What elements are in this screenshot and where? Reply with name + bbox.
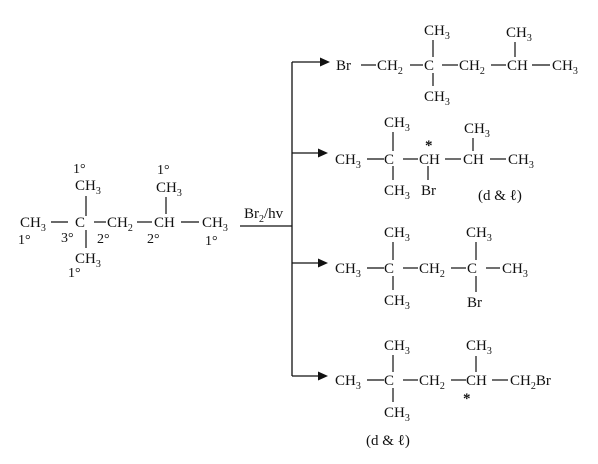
ch3-start: CH3 <box>335 373 361 392</box>
arrow-head-product-1 <box>320 57 330 67</box>
product-4: CH3 C CH3 CH3 CH2 CH * CH3 CH2Br (d & ℓ) <box>335 338 551 449</box>
ch3-up: CH3 <box>424 23 450 42</box>
ch3-down: CH3 <box>384 183 410 202</box>
bromine-atom: Br <box>467 295 482 311</box>
degree-label-top-methyl: 1° <box>73 162 86 177</box>
quaternary-carbon: C <box>424 58 434 74</box>
ch3-up: CH3 <box>466 225 492 244</box>
quaternary-carbon: C <box>384 373 394 389</box>
degree-label-left-methyl: 1° <box>18 233 31 248</box>
degree-label-right-methyl: 1° <box>205 234 218 249</box>
ch2-group: CH2 <box>107 215 133 234</box>
arrow-head-product-4 <box>318 371 328 381</box>
ch3-end: CH3 <box>502 261 528 280</box>
ch3-down: CH3 <box>424 89 450 108</box>
quaternary-carbon: C <box>467 261 477 277</box>
ch3-start: CH3 <box>335 261 361 280</box>
quaternary-carbon: C <box>384 261 394 277</box>
ch-group: CH <box>463 152 484 168</box>
ch3-branch: CH3 <box>506 25 532 44</box>
ch3-branch: CH3 <box>464 121 490 140</box>
reaction-arrows: Br2/hv <box>240 57 330 381</box>
ch3-down: CH3 <box>384 293 410 312</box>
chbr-group: CH <box>419 152 440 168</box>
ch2-group: CH2 <box>377 58 403 77</box>
degree-label-quaternary: 3° <box>61 231 74 246</box>
ch3-top: CH3 <box>75 178 101 197</box>
reagent-label: Br2/hv <box>244 206 284 225</box>
product-2: CH3 C CH3 CH3 CH * Br CH CH3 CH3 (d & ℓ) <box>335 115 534 204</box>
arrow-head-product-2 <box>318 148 328 158</box>
ch3-end: CH3 <box>552 58 578 77</box>
quaternary-carbon: C <box>384 152 394 168</box>
degree-label-ch: 2° <box>147 232 160 247</box>
chiral-center-marker: * <box>463 391 471 407</box>
ch2-group: CH2 <box>459 58 485 77</box>
ch3-right: CH3 <box>202 215 228 234</box>
ch3-up: CH3 <box>384 115 410 134</box>
ch3-branch: CH3 <box>466 338 492 357</box>
ch3-branch: CH3 <box>156 180 182 199</box>
stereo-note: (d & ℓ) <box>478 188 522 204</box>
ch-group: CH <box>507 58 528 74</box>
ch2-group: CH2 <box>419 261 445 280</box>
ch3-end: CH3 <box>508 152 534 171</box>
ch-group: CH <box>154 215 175 231</box>
chiral-center-marker: * <box>425 138 433 154</box>
ch3-up: CH3 <box>384 338 410 357</box>
ch3-left: CH3 <box>20 215 46 234</box>
degree-label-ch2: 2° <box>97 232 110 247</box>
ch2br-group: CH2Br <box>510 373 551 392</box>
ch3-start: CH3 <box>335 152 361 171</box>
arrow-head-product-3 <box>318 258 328 268</box>
degree-label-branch-methyl: 1° <box>157 163 170 178</box>
degree-label-bottom-methyl: 1° <box>68 266 81 281</box>
bromine-atom: Br <box>336 58 351 74</box>
stereo-note: (d & ℓ) <box>366 433 410 449</box>
ch3-up: CH3 <box>384 225 410 244</box>
ch2-group: CH2 <box>419 373 445 392</box>
bromine-atom: Br <box>421 183 436 199</box>
reactant-molecule: CH3 C CH3 CH3 CH2 CH CH3 CH3 1° 1° 3° 2°… <box>18 162 228 281</box>
product-3: CH3 C CH3 CH3 CH2 C CH3 Br CH3 <box>335 225 528 312</box>
ch3-down: CH3 <box>384 405 410 424</box>
quaternary-carbon: C <box>75 215 85 231</box>
ch-group: CH <box>466 373 487 389</box>
ch3-bottom: CH3 <box>75 251 101 270</box>
product-1: Br CH2 C CH3 CH3 CH2 CH CH3 CH3 <box>336 23 578 108</box>
